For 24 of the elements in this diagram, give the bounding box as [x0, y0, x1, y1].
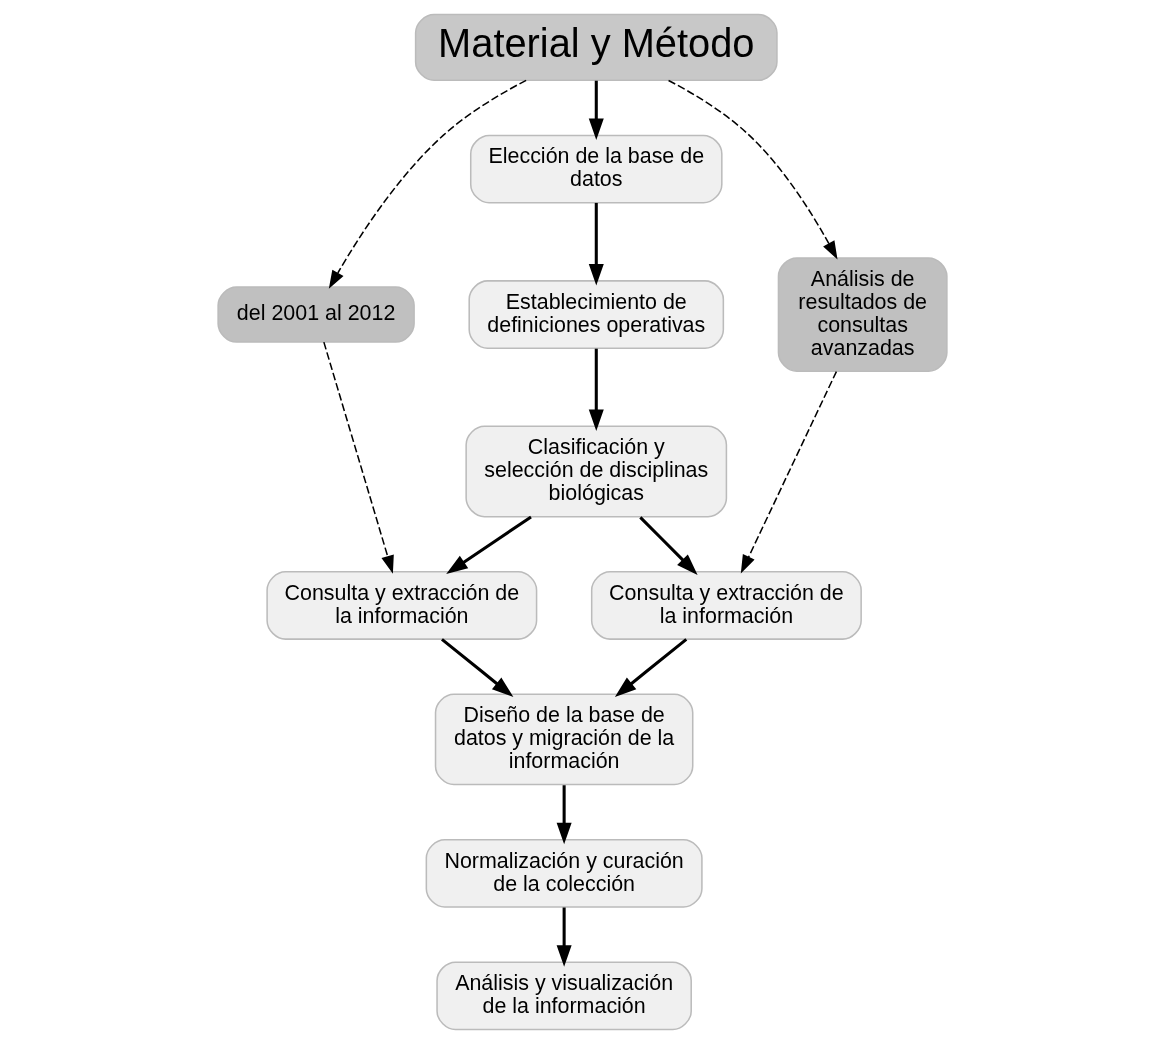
arrow: [614, 638, 687, 697]
node-box: Normalización y curación de la colección: [425, 838, 703, 908]
node-box: Análisis de resultados de consultas avanzadas: [777, 257, 948, 372]
node-box: Material y Método: [414, 13, 778, 82]
arrow: [638, 516, 698, 575]
node-box: Clasificación y selección de disciplinas biológicas: [464, 425, 727, 518]
node-box: Diseño de la base de datos y migración de la información: [434, 693, 693, 786]
node-box: Consulta y extracción de la información: [590, 571, 862, 640]
arrow: [328, 79, 527, 289]
arrow: [556, 907, 572, 967]
arrow: [588, 348, 604, 431]
arrow: [588, 202, 604, 286]
node-box: del 2001 al 2012: [216, 286, 415, 343]
node-box: Elección de la base de datos: [469, 134, 723, 204]
arrow: [445, 515, 532, 575]
node-box: Análisis y visualización de la información: [435, 961, 692, 1031]
arrow: [588, 80, 604, 140]
arrow: [440, 638, 513, 697]
arrow: [740, 370, 837, 574]
node-box: Consulta y extracción de la información: [265, 571, 537, 640]
arrow: [322, 341, 394, 574]
node-box: Establecimiento de definiciones operativas: [467, 280, 724, 349]
arrow: [667, 79, 838, 260]
arrow: [556, 785, 572, 845]
